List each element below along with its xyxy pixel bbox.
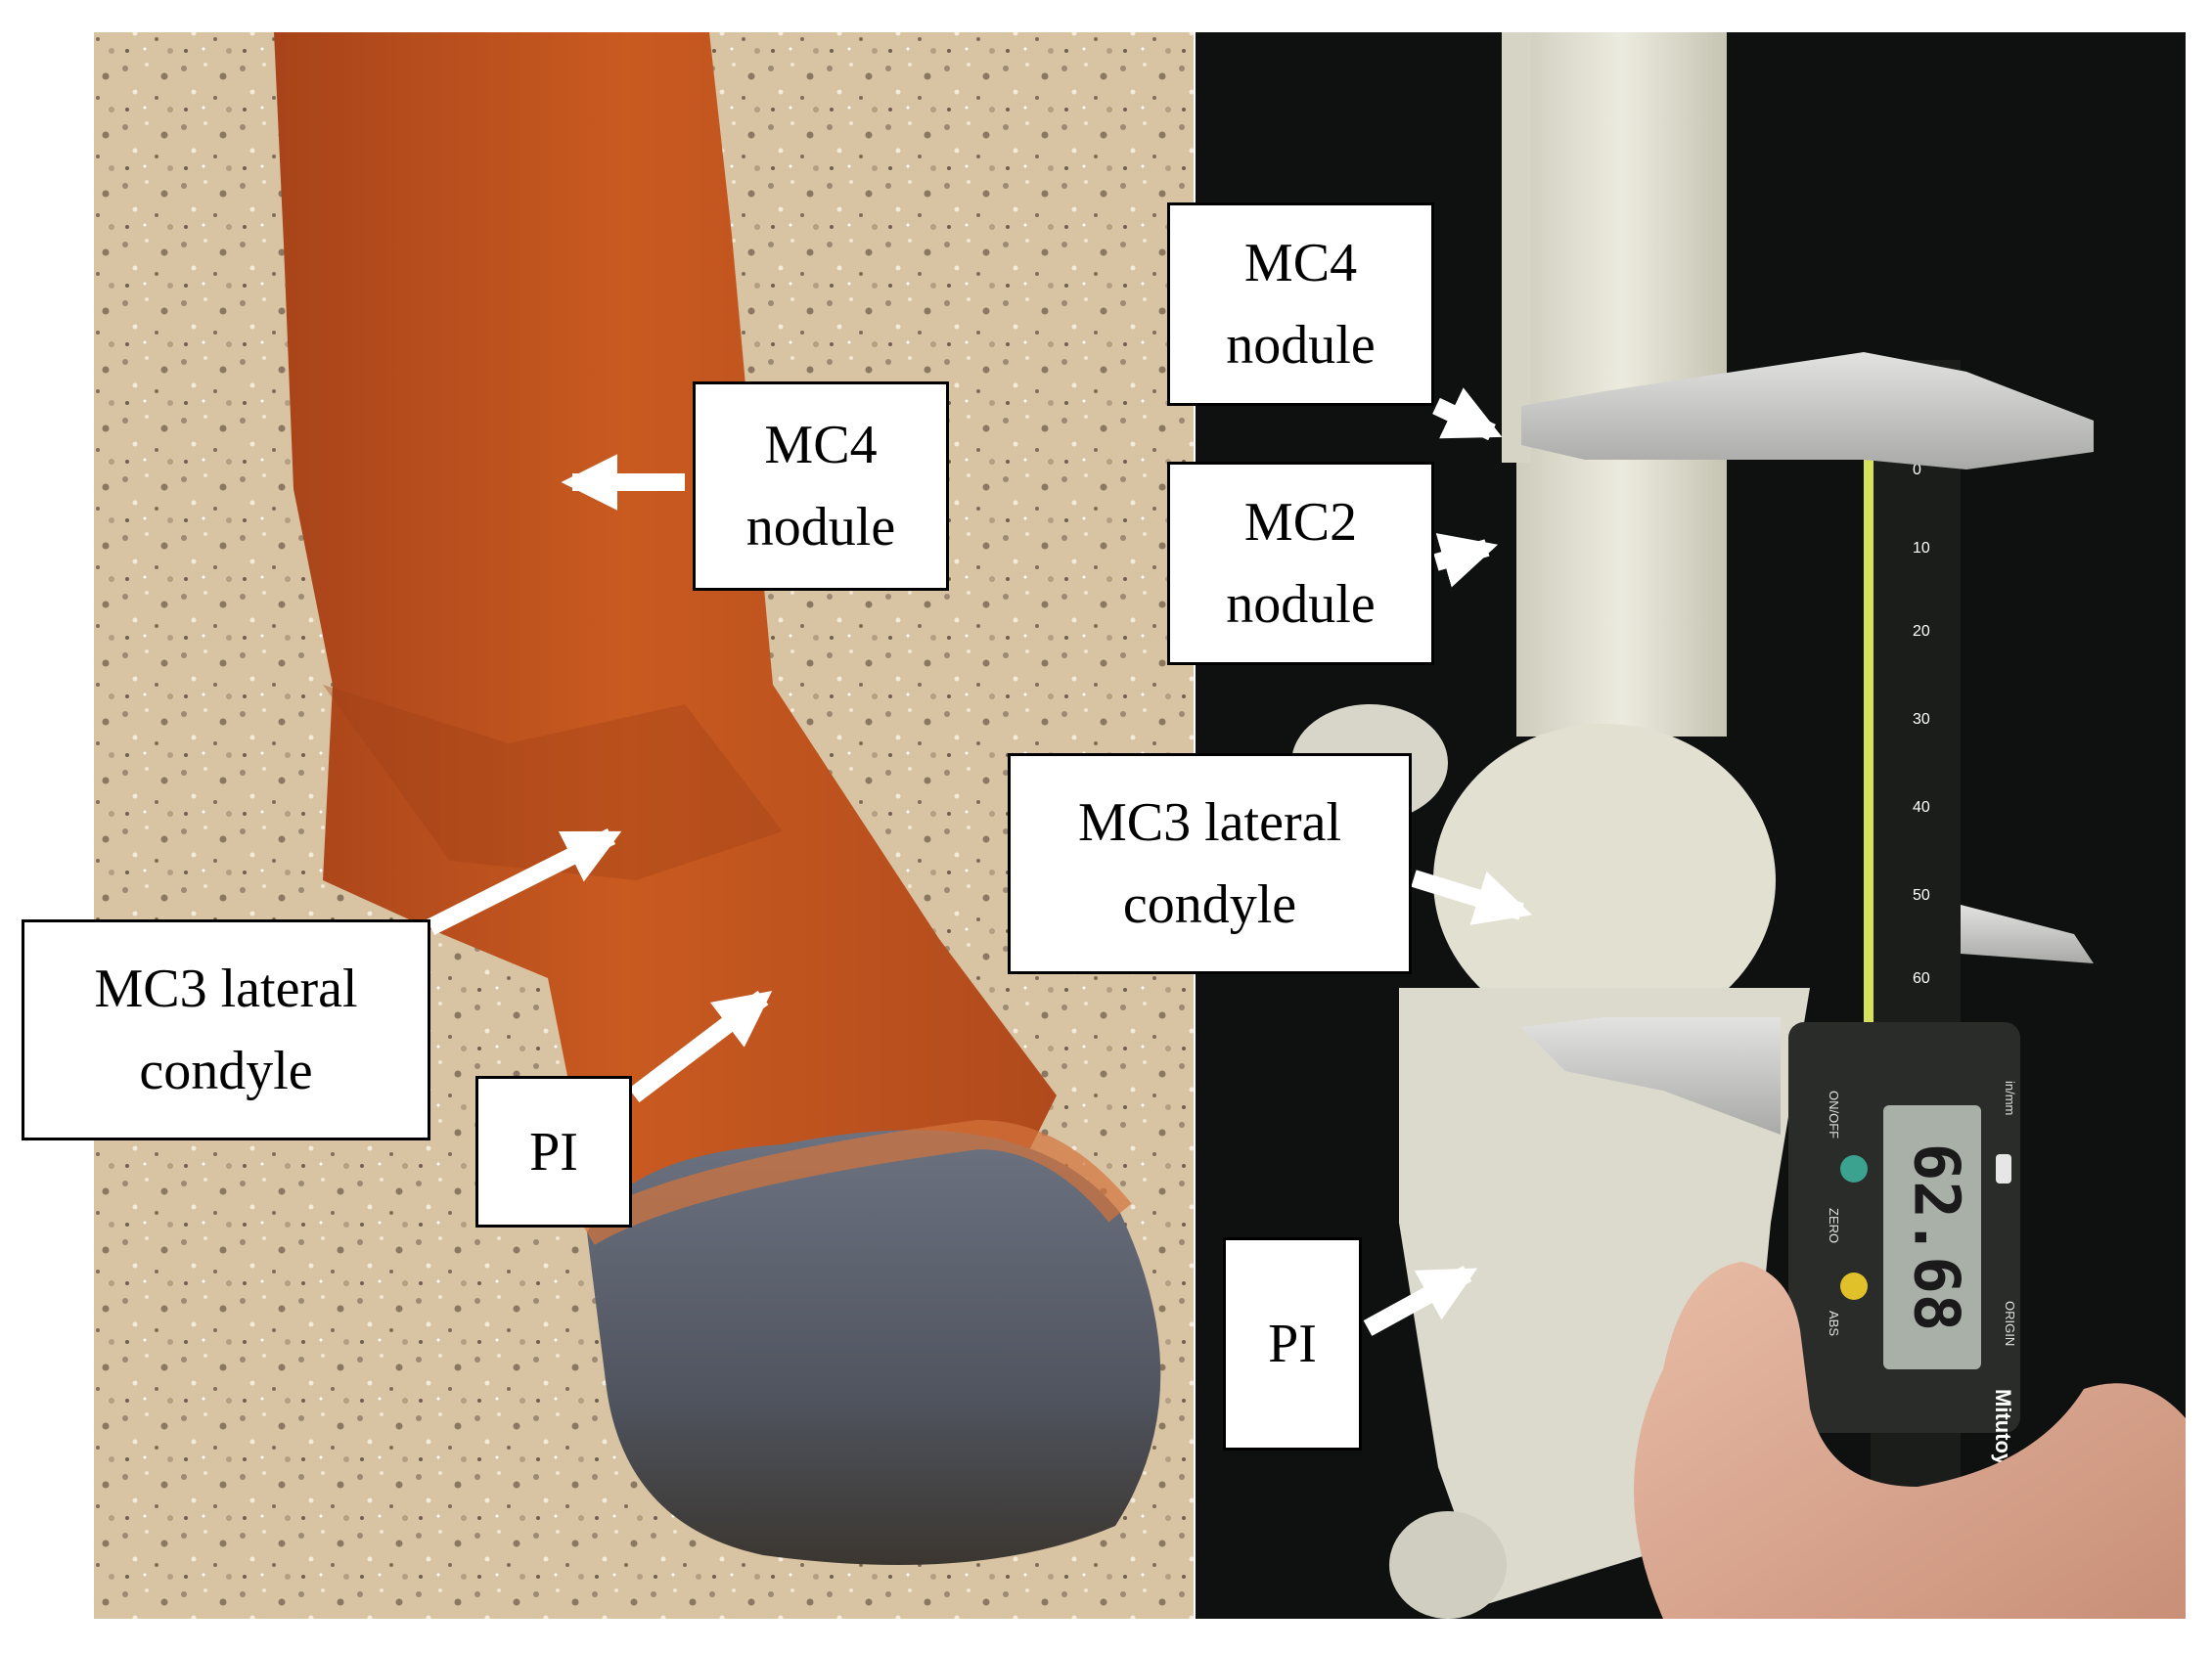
caliper-lower-jaw — [1521, 1017, 1781, 1135]
right-photo-bone-caliper: 0 10 20 30 40 50 60 62.68 ON/OFF ZERO AB… — [1196, 32, 2186, 1619]
hoof — [587, 1130, 1161, 1565]
label-line: PI — [1268, 1314, 1317, 1374]
distal-condyle — [1433, 724, 1776, 1037]
label-line: MC2 — [1243, 492, 1358, 553]
scale-tick-label: 30 — [1913, 711, 1930, 728]
on-off-label: ON/OFF — [1827, 1091, 1841, 1139]
label-left-pi: PI — [475, 1076, 632, 1228]
scale-tick-label: 20 — [1913, 623, 1930, 640]
scale-tick-label: 40 — [1913, 799, 1930, 816]
splint-bone — [1502, 32, 1531, 463]
label-left-mc4-nodule: MC4 nodule — [693, 381, 949, 591]
abs-button[interactable] — [1840, 1273, 1868, 1300]
annotation-arrows — [426, 387, 1533, 1336]
caliper-display — [1883, 1105, 1981, 1369]
origin-label: ORIGIN — [2003, 1301, 2017, 1346]
scale-tick-label: 60 — [1913, 970, 1930, 987]
lower-joint — [1389, 1511, 1507, 1619]
arrow-right-mc4 — [1432, 387, 1503, 441]
label-line: MC3 lateral — [1077, 792, 1342, 853]
scale-tick-label: 50 — [1913, 887, 1930, 904]
label-line: PI — [529, 1121, 578, 1183]
label-line: condyle — [139, 1041, 313, 1101]
label-right-pi: PI — [1223, 1237, 1362, 1451]
scale-tick-label: 0 — [1913, 462, 1921, 478]
label-line: nodule — [745, 497, 896, 558]
label-line: MC4 — [764, 415, 878, 475]
arrow-left-mc3 — [426, 827, 622, 936]
hoof-coronet — [579, 1119, 1132, 1245]
arrow-right-pi — [1363, 1266, 1478, 1336]
label-line: nodule — [1226, 315, 1376, 376]
arrow-right-mc3 — [1411, 870, 1533, 925]
label-left-mc3-lateral-condyle: MC3 lateral condyle — [22, 919, 430, 1140]
caliper-scale-strip — [1864, 360, 1873, 1045]
label-line: condyle — [1122, 874, 1297, 935]
zero-label: ZERO — [1827, 1208, 1841, 1243]
arrow-right-mc2 — [1433, 533, 1499, 588]
in-mm-label: in/mm — [2003, 1081, 2017, 1115]
on-off-button[interactable] — [1840, 1155, 1868, 1183]
in-mm-button[interactable] — [1996, 1154, 2011, 1184]
label-right-mc4-nodule: MC4 nodule — [1167, 202, 1434, 406]
leg-fur-shadow — [323, 685, 783, 880]
arrow-left-pi — [628, 990, 773, 1103]
hand — [1634, 1262, 2186, 1619]
label-line: nodule — [1226, 574, 1376, 635]
caliper-readout: 62.68 — [1899, 1143, 1971, 1332]
label-right-mc3-lateral-condyle: MC3 lateral condyle — [1008, 753, 1412, 974]
caliper-depth-jaw — [1961, 905, 2094, 963]
label-right-mc2-nodule: MC2 nodule — [1167, 462, 1434, 665]
scale-tick-label: 10 — [1913, 540, 1930, 557]
label-line: MC3 lateral — [94, 959, 358, 1019]
caliper-scale-ticks: 0 10 20 30 40 50 60 — [1913, 462, 1930, 987]
abs-label: ABS — [1827, 1311, 1841, 1336]
label-line: MC4 — [1243, 233, 1358, 293]
horse-leg — [274, 32, 1057, 1291]
caliper-upper-jaw — [1521, 352, 2094, 469]
